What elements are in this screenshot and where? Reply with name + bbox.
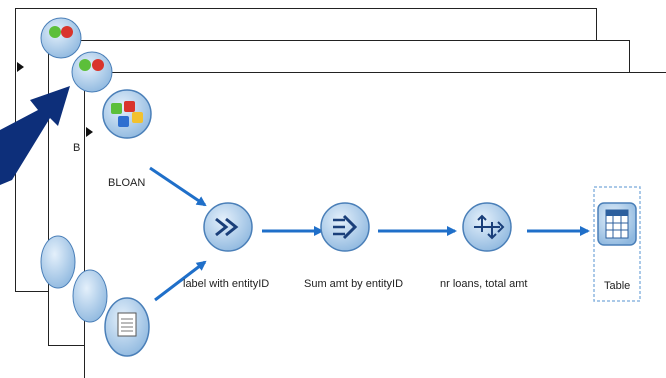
sum-amt-node-icon[interactable] (320, 202, 370, 252)
panel-edge-marker (86, 127, 93, 137)
bloan-node-label[interactable]: BLOAN (108, 177, 146, 189)
nr-loans-node-icon[interactable] (462, 202, 512, 252)
middle-panel-file-node-icon (72, 269, 108, 323)
middle-panel-node-label: B (73, 142, 81, 154)
sum-amt-node-label[interactable]: Sum amt by entityID (304, 278, 404, 290)
var-file-node-icon[interactable] (104, 297, 150, 357)
flow-arrow (149, 166, 207, 207)
middle-panel-source-node-icon (71, 51, 113, 93)
table-node-icon[interactable] (593, 186, 641, 302)
back-panel-file-node-icon (40, 235, 76, 289)
label-with-entityid-node-label[interactable]: label with entityID (183, 278, 270, 290)
table-node-label[interactable]: Table (604, 280, 631, 292)
stream-canvas-front[interactable] (84, 72, 666, 378)
pointer-arrow-icon (0, 86, 70, 185)
bloan-node-icon[interactable] (102, 89, 152, 139)
panel-edge-marker (17, 62, 24, 72)
selection-box (593, 186, 641, 302)
flow-arrow (154, 260, 207, 302)
label-with-entityid-node-icon[interactable] (203, 202, 253, 252)
nr-loans-node-label[interactable]: nr loans, total amt (440, 278, 528, 290)
back-panel-source-node-icon (40, 17, 82, 59)
